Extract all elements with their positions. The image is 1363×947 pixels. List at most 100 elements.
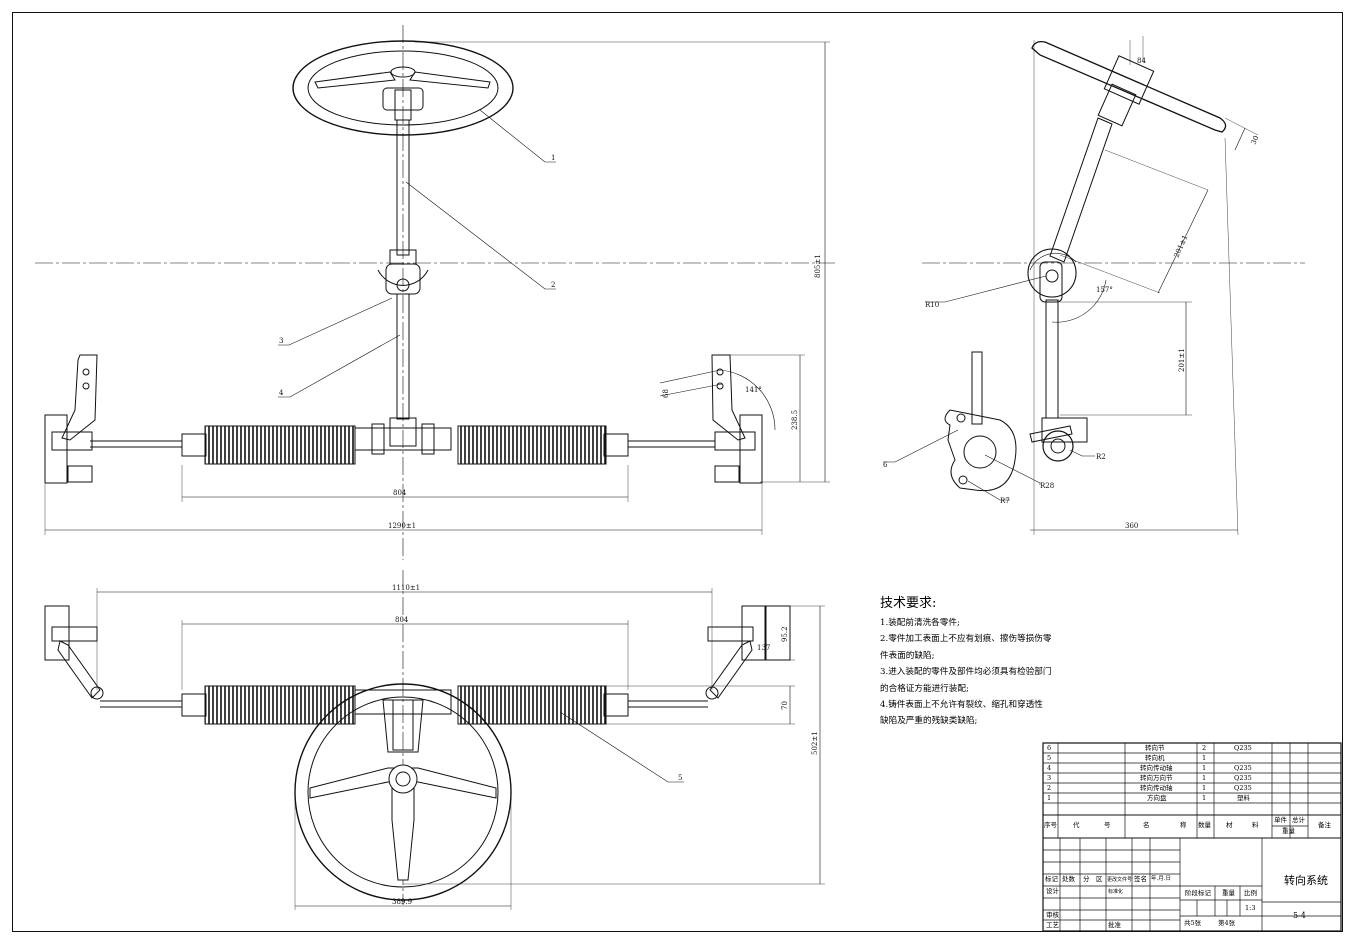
part-no: 6	[1047, 744, 1052, 752]
dim-knuckle-r7: R7	[1000, 497, 1010, 505]
side-view	[883, 36, 1305, 536]
header-weight: 重量	[1282, 827, 1295, 835]
dim-hub-width: 84	[1137, 57, 1146, 65]
steering-wheel-front	[292, 40, 514, 136]
callout-4: 4	[279, 389, 284, 397]
header-name-2: 称	[1180, 821, 1187, 829]
tech-line-5: 的合格证方能进行装配;	[880, 683, 969, 694]
tb-zone-2: 区	[1096, 875, 1103, 883]
knuckle-side	[944, 351, 1017, 492]
right-bellows-top	[457, 685, 607, 725]
part-qty: 1	[1202, 774, 1207, 782]
lower-shaft	[396, 293, 410, 420]
header-unit-weight: 单件	[1274, 816, 1287, 824]
dim-knuckle-r28: R28	[1040, 482, 1054, 490]
tech-line-7: 缺陷及严重的残缺类缺陷;	[880, 716, 978, 727]
callout-6: 6	[883, 461, 888, 469]
header-total-weight: 总计	[1292, 816, 1305, 824]
dim-lower-shaft: 201±1	[1178, 348, 1186, 372]
part-name: 转向万向节	[1140, 774, 1173, 782]
tb-weight-label: 重量	[1222, 889, 1235, 897]
dim-overall-height: 805±1	[814, 254, 822, 278]
dim-rack-length: 804	[393, 489, 407, 497]
steering-wheel-side	[1031, 40, 1227, 133]
left-knuckle-front	[44, 354, 98, 484]
part-material: Q235	[1234, 784, 1252, 792]
tb-drawing-no: 5-4	[1293, 911, 1306, 920]
tb-stage-label: 阶段标记	[1185, 889, 1211, 897]
part-material: Q235	[1234, 774, 1252, 782]
callout-5: 5	[678, 774, 682, 782]
tb-design: 设计	[1046, 887, 1059, 895]
tb-check: 审核	[1046, 911, 1059, 919]
tb-sign: 签名	[1134, 875, 1147, 883]
tb-mark: 标记	[1045, 875, 1058, 883]
part-name: 方向盘	[1147, 794, 1167, 802]
tb-sheet-current: 第4张	[1218, 919, 1236, 927]
title-block-lines	[1042, 742, 1342, 932]
technical-requirements: 技术要求: 1.装配前清洗各零件; 2.零件加工表面上不应有划痕、擦伤等损伤零 …	[880, 592, 1095, 730]
dim-tie-rod-span: 1110±1	[392, 584, 420, 592]
left-bracket-top	[44, 605, 104, 700]
dim-bracket-height: 238.5	[791, 410, 799, 430]
top-view	[44, 588, 825, 910]
lower-shaft-side	[1045, 299, 1059, 419]
tech-title: 技术要求:	[880, 596, 937, 611]
part-no: 2	[1047, 784, 1052, 792]
part-name: 转向传动轴	[1140, 784, 1173, 792]
dim-bracket-angle: 141°	[745, 386, 762, 394]
dim-wheel-diameter: 389.9	[392, 898, 412, 906]
header-code: 代	[1073, 821, 1080, 829]
dim-knuckle-r2: R2	[1096, 453, 1106, 461]
dim-bracket-width-top: 137	[757, 644, 770, 652]
part-no: 3	[1047, 774, 1052, 782]
part-material: Q235	[1234, 744, 1252, 752]
dim-bracket-height-top: 95.2	[781, 626, 789, 642]
callout-2: 2	[551, 281, 555, 289]
dim-rim-thickness: 30	[1250, 134, 1261, 145]
right-knuckle-front	[711, 354, 763, 484]
tb-std: 标准化	[1108, 889, 1124, 895]
side-view-labels: 84 30 201±1 201±1 157° R10 6 R2 R28 R7 3…	[883, 57, 1261, 530]
tech-line-4: 3.进入装配的零件及部件均必须具有检验部门	[880, 667, 1052, 678]
dim-rack-length-top: 804	[395, 616, 409, 624]
dim-joint-radius: R10	[925, 301, 939, 309]
left-bellows-top	[204, 685, 356, 725]
right-bracket-top	[705, 605, 791, 700]
callout-1: 1	[551, 154, 555, 162]
header-no: 序号	[1044, 821, 1057, 829]
upper-shaft	[396, 119, 410, 256]
top-view-labels: 1110±1 804 95.2 137 70 502±1 389.9 5	[392, 584, 819, 906]
header-remark: 备注	[1318, 821, 1331, 829]
header-qty: 数量	[1198, 821, 1211, 829]
tb-date: 年.月.日	[1151, 876, 1171, 882]
part-no: 4	[1047, 764, 1052, 772]
dim-joint-angle: 157°	[1096, 286, 1113, 294]
dim-rack-offset: 70	[781, 701, 789, 710]
front-view	[35, 25, 835, 905]
part-qty: 1	[1202, 794, 1207, 802]
tb-approve: 批准	[1108, 921, 1121, 929]
header-code-2: 号	[1104, 821, 1111, 829]
upper-shaft-side	[1049, 117, 1113, 263]
tb-scale-label: 比例	[1244, 889, 1257, 897]
tb-drawing-name: 转向系统	[1284, 874, 1328, 887]
part-name: 转向节	[1145, 744, 1165, 752]
front-view-labels: 805±1 238.5 804 1290±1 141° 68 1 2 3 4	[279, 154, 822, 530]
tb-zone: 分	[1083, 875, 1090, 883]
dim-upper-shaft: 201±1	[1173, 234, 1190, 259]
right-bellows	[457, 425, 607, 465]
part-qty: 1	[1202, 754, 1207, 762]
tb-count: 处数	[1062, 875, 1075, 883]
dim-bracket-hole: 68	[662, 389, 670, 398]
tech-line-3: 件表面的缺陷;	[880, 650, 935, 661]
dim-wheel-offset: 502±1	[811, 731, 819, 755]
tech-line-1: 1.装配前清洗各零件;	[880, 618, 960, 628]
dim-base-width: 360	[1125, 522, 1138, 530]
part-qty: 1	[1202, 784, 1207, 792]
tb-process: 工艺	[1046, 921, 1059, 929]
header-material: 材	[1226, 821, 1233, 829]
drawing-frame	[12, 12, 1343, 932]
part-no: 1	[1047, 794, 1052, 802]
